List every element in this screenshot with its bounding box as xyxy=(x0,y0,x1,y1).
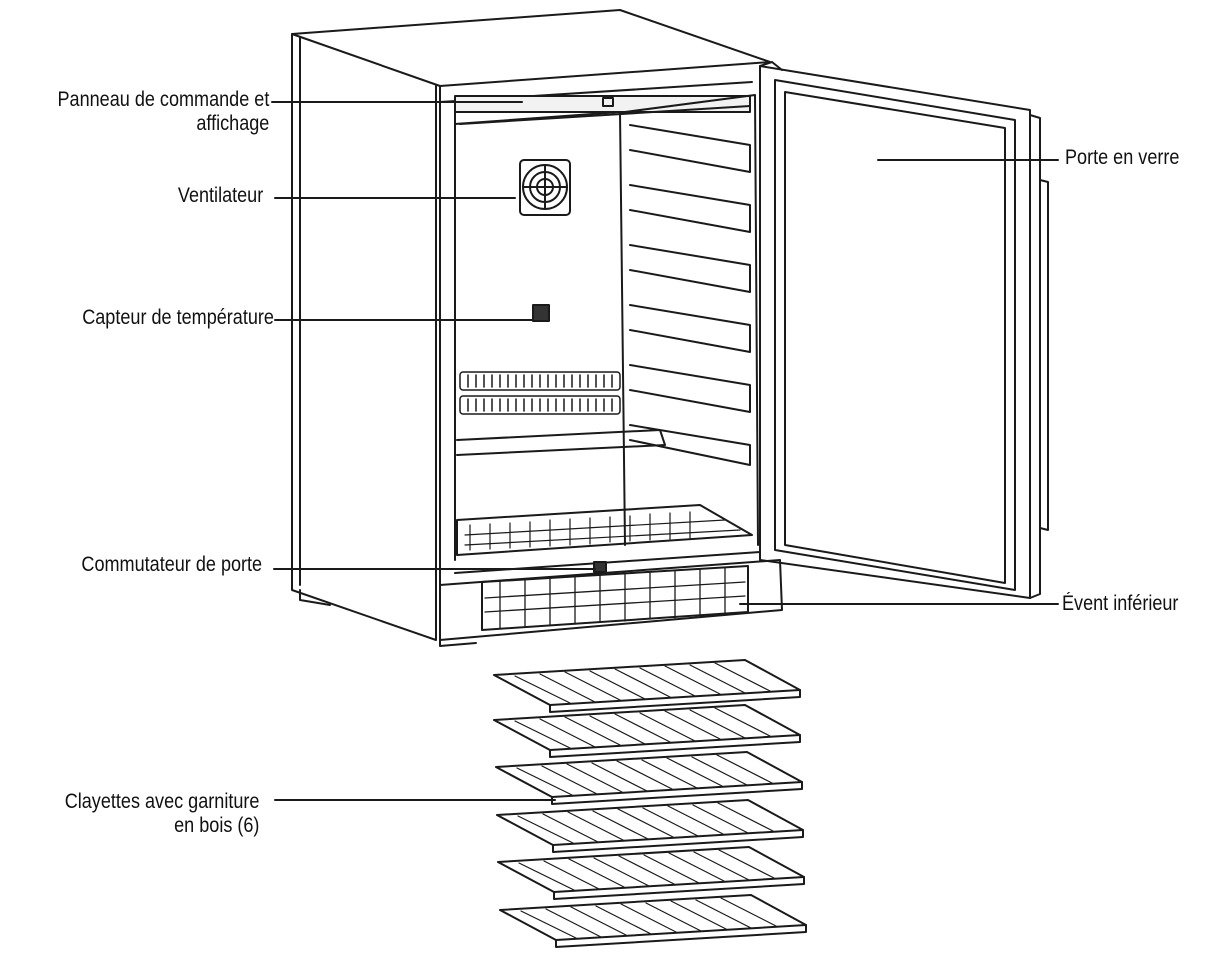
label-glass-door-text: Porte en verre xyxy=(1065,146,1180,169)
shelf-rails xyxy=(630,125,750,465)
rear-vent xyxy=(460,372,620,414)
door-switch xyxy=(594,562,606,572)
label-door-switch: Commutateur de porte xyxy=(81,553,262,577)
label-control-panel: Panneau de commande et affichage xyxy=(57,88,269,136)
temperature-sensor xyxy=(533,305,549,321)
label-temp-sensor: Capteur de température xyxy=(82,306,274,330)
label-glass-door: Porte en verre xyxy=(1065,146,1179,170)
label-shelves: Clayettes avec garniture en bois (6) xyxy=(64,790,259,838)
label-temp-sensor-text: Capteur de température xyxy=(82,306,274,329)
bottom-vent xyxy=(482,566,748,630)
shelf-6 xyxy=(500,895,806,947)
label-control-panel-line1: Panneau de commande et xyxy=(57,88,269,111)
removable-shelves xyxy=(494,660,806,947)
label-bottom-vent: Évent inférieur xyxy=(1062,592,1178,616)
glass-door xyxy=(760,62,1048,598)
shelf-5 xyxy=(498,847,804,899)
label-shelves-line2: en bois (6) xyxy=(173,814,259,837)
label-door-switch-text: Commutateur de porte xyxy=(81,553,262,576)
label-fan: Ventilateur xyxy=(178,184,263,208)
label-control-panel-line2: affichage xyxy=(196,112,269,135)
cabinet xyxy=(292,10,782,646)
shelf-1 xyxy=(494,660,800,712)
label-bottom-vent-text: Évent inférieur xyxy=(1062,592,1179,615)
fan-unit xyxy=(520,160,570,215)
shelf-2 xyxy=(494,705,800,757)
shelf-3 xyxy=(496,752,802,804)
shelf-4 xyxy=(497,800,803,852)
floor-grid xyxy=(457,505,752,555)
label-shelves-line1: Clayettes avec garniture xyxy=(64,790,259,813)
label-fan-text: Ventilateur xyxy=(177,184,263,207)
leader-lines xyxy=(272,102,1058,800)
